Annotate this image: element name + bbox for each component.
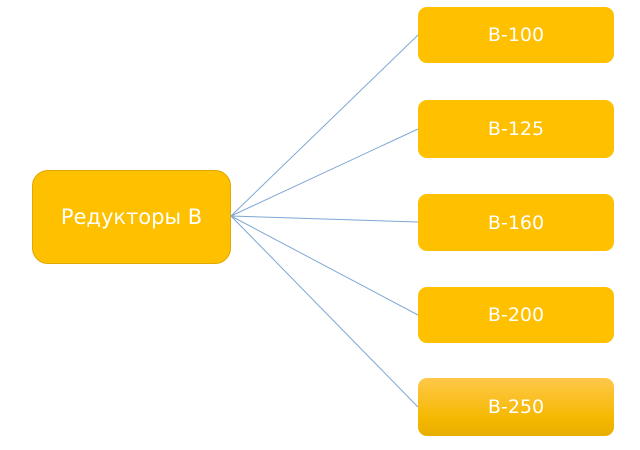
connector-3	[230, 215, 419, 223]
root-node: Редукторы В	[32, 170, 231, 264]
root-node-label: Редукторы В	[60, 205, 203, 229]
child-node-label: В-250	[487, 396, 545, 418]
connector-5	[230, 215, 419, 408]
connector-1	[230, 34, 419, 217]
connector-2	[230, 128, 419, 217]
child-node-label: В-160	[487, 211, 545, 234]
child-node-b125: В-125	[418, 100, 614, 158]
child-node-b160: В-160	[418, 194, 614, 251]
child-node-b250: В-250	[418, 378, 614, 436]
child-node-label: В-100	[487, 24, 545, 46]
child-node-label: В-125	[487, 118, 545, 140]
child-node-b200: В-200	[418, 287, 614, 343]
child-node-b100: В-100	[418, 7, 614, 63]
child-node-label: В-200	[487, 304, 545, 326]
connector-4	[230, 215, 419, 316]
